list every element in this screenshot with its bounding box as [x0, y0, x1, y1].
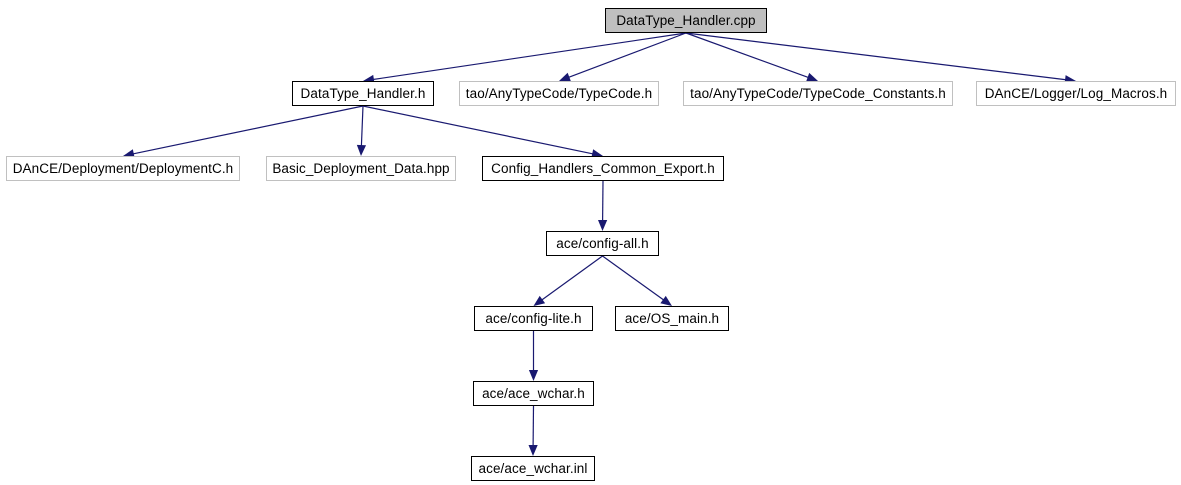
graph-node-config_lite_h[interactable]: ace/config-lite.h [474, 306, 593, 331]
graph-node-config_handlers_common_export_h[interactable]: Config_Handlers_Common_Export.h [482, 156, 724, 181]
graph-node-deploymentc_h[interactable]: DAnCE/Deployment/DeploymentC.h [6, 156, 240, 181]
graph-edge-config_all_h-to-os_main_h [602, 255, 672, 306]
graph-edge-line [568, 32, 687, 79]
graph-node-label: DataType_Handler.cpp [616, 12, 756, 28]
graph-edge-datatype_handler_h-to-deploymentc_h [123, 105, 364, 159]
graph-edge-config_lite_h-to-ace_wchar_h [528, 331, 539, 381]
graph-node-log_macros_h[interactable]: DAnCE/Logger/Log_Macros.h [976, 81, 1176, 106]
graph-node-root[interactable]: DataType_Handler.cpp [605, 8, 767, 33]
graph-node-ace_wchar_h[interactable]: ace/ace_wchar.h [473, 381, 594, 406]
graph-node-label: ace/ace_wchar.inl [478, 460, 588, 476]
graph-edge-line [685, 32, 1067, 81]
graph-edge-arrowhead [528, 444, 538, 456]
graph-node-ace_wchar_inl[interactable]: ace/ace_wchar.inl [471, 456, 595, 481]
graph-node-basic_deployment_data_hpp[interactable]: Basic_Deployment_Data.hpp [266, 156, 456, 181]
graph-edge-config_handlers_common_export_h-to-config_all_h [598, 180, 608, 231]
graph-node-label: Basic_Deployment_Data.hpp [272, 160, 450, 176]
graph-edge-datatype_handler_h-to-config_handlers_common_export_h [362, 105, 603, 159]
graph-edge-root-to-typecode_constants_h [685, 32, 818, 82]
graph-node-typecode_h[interactable]: tao/AnyTypeCode/TypeCode.h [459, 81, 659, 106]
graph-node-label: DataType_Handler.h [300, 85, 426, 101]
graph-edge-arrowhead [356, 144, 367, 156]
graph-edge-line [685, 32, 809, 79]
graph-node-label: tao/AnyTypeCode/TypeCode_Constants.h [690, 85, 946, 101]
graph-node-label: DAnCE/Deployment/DeploymentC.h [12, 160, 234, 176]
graph-node-label: ace/OS_main.h [624, 310, 720, 326]
graph-edge-ace_wchar_h-to-ace_wchar_inl [528, 405, 538, 456]
graph-node-label: tao/AnyTypeCode/TypeCode.h [465, 85, 653, 101]
graph-edge-root-to-typecode_h [559, 32, 687, 82]
graph-edge-arrowhead [528, 370, 539, 381]
graph-edge-line [372, 32, 687, 81]
graph-node-label: Config_Handlers_Common_Export.h [491, 160, 715, 176]
graph-edge-arrowhead [660, 295, 672, 306]
graph-edge-line [360, 105, 364, 147]
graph-edge-line [132, 105, 364, 155]
graph-node-label: DAnCE/Logger/Log_Macros.h [984, 85, 1168, 101]
graph-node-label: ace/ace_wchar.h [482, 385, 585, 401]
graph-edge-arrowhead [533, 295, 546, 306]
graph-node-config_all_h[interactable]: ace/config-all.h [546, 231, 659, 256]
graph-edge-line [602, 255, 665, 301]
graph-edge-line [541, 255, 603, 301]
graph-node-label: ace/config-lite.h [485, 310, 582, 326]
graph-edge-datatype_handler_h-to-basic_deployment_data_hpp [356, 105, 367, 156]
graph-edge-line [362, 105, 594, 155]
graph-edge-root-to-log_macros_h [685, 32, 1076, 85]
graph-node-label: ace/config-all.h [556, 235, 649, 251]
graph-node-typecode_constants_h[interactable]: tao/AnyTypeCode/TypeCode_Constants.h [683, 81, 953, 106]
graph-node-os_main_h[interactable]: ace/OS_main.h [615, 306, 729, 331]
graph-edge-arrowhead [598, 219, 608, 231]
graph-edge-root-to-datatype_handler_h [363, 32, 687, 84]
graph-edge-config_all_h-to-config_lite_h [533, 255, 603, 306]
graph-node-datatype_handler_h[interactable]: DataType_Handler.h [292, 81, 434, 106]
